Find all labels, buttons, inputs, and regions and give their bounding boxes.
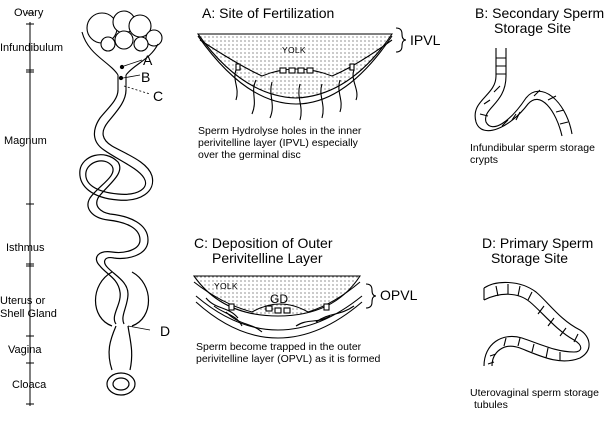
- vagina-tube: [108, 325, 133, 371]
- panel-a-title: A: Site of Fertilization: [202, 5, 335, 21]
- panel-a-ring-label: IPVL: [410, 32, 441, 48]
- panel-c-title-line-2: Perivitelline Layer: [212, 250, 323, 266]
- panel-c-caption-line-1: Sperm become trapped in the outer: [196, 341, 362, 353]
- region-label-isthmus: Isthmus: [6, 242, 45, 254]
- marker-b: B: [141, 69, 151, 85]
- panel-d-title-line-1: D: Primary Sperm: [482, 235, 594, 251]
- panel-a-drawing: [196, 27, 407, 121]
- panel-a-yolk-label: YOLK: [282, 45, 306, 55]
- panel-d-drawing: [483, 281, 590, 367]
- panel-c-title-line-1: C: Deposition of Outer: [194, 235, 333, 251]
- panel-a-caption-line-1: Sperm Hydrolyse holes in the inner: [198, 125, 362, 137]
- panel-b-caption-line-2: crypts: [470, 154, 499, 166]
- marker-pointers: [122, 59, 151, 331]
- oviduct-tube: [79, 89, 154, 325]
- panel-b-title-line-2: Storage Site: [494, 20, 572, 36]
- panel-a-caption-line-3: over the germinal disc: [198, 149, 301, 161]
- marker-d: D: [160, 323, 171, 339]
- panel-d-caption-line-1: Uterovaginal sperm storage: [470, 387, 599, 399]
- panel-b-caption-line-1: Infundibular sperm storage: [470, 142, 595, 154]
- region-label-uterus: Uterus or: [0, 295, 46, 307]
- infundibulum-funnel: [81, 31, 159, 90]
- region-label-infundibulum: Infundibulum: [0, 42, 63, 54]
- region-label-vagina: Vagina: [8, 344, 42, 356]
- panel-a-caption-line-2: perivitelline layer (IPVL) especially: [198, 137, 358, 149]
- panel-c-gd-label: GD: [270, 292, 288, 306]
- panel-c-yolk-label: YOLK: [214, 281, 238, 291]
- region-scale: [26, 12, 34, 406]
- panel-c-caption-line-2: perivitelline layer (OPVL) as it is form…: [196, 353, 381, 365]
- panel-b-title-line-1: B: Secondary Sperm: [475, 5, 605, 21]
- cloaca-ring: [106, 372, 136, 396]
- panel-c-ring-label: OPVL: [380, 287, 418, 303]
- shell-gland: [94, 271, 150, 327]
- ovary-follicles: [86, 10, 163, 52]
- marker-a: A: [143, 52, 153, 68]
- panel-b-drawing: [474, 48, 573, 137]
- panel-d-caption-line-2: tubules: [474, 399, 508, 411]
- marker-c: C: [153, 88, 164, 104]
- region-label-cloaca: Cloaca: [12, 379, 47, 391]
- panel-c-drawing: [192, 275, 377, 339]
- region-label-shell-gland: Shell Gland: [0, 308, 57, 320]
- region-label-magnum: Magnum: [4, 135, 47, 147]
- panel-d-title-line-2: Storage Site: [491, 250, 569, 266]
- region-label-ovary: Ovary: [14, 7, 44, 19]
